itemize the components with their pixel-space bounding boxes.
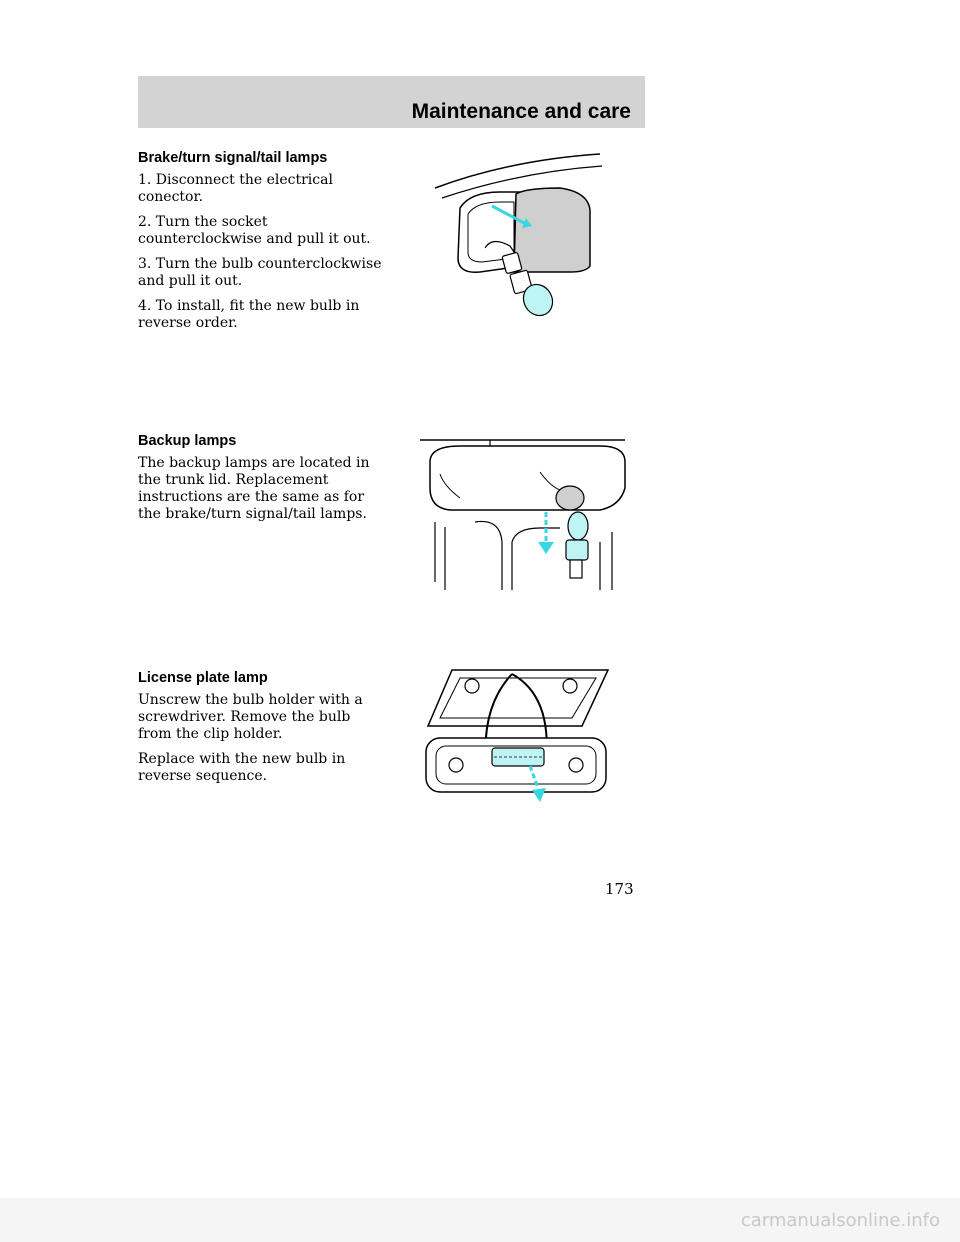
step-1: 1. Disconnect the electrical conector. <box>138 172 333 205</box>
section-text: The backup lamps are located in the trun… <box>138 455 370 522</box>
header-band: Maintenance and care <box>138 76 645 128</box>
section-license-plate-lamp: License plate lamp Unscrew the bulb hold… <box>138 670 383 793</box>
watermark-text: carmanualsonline.info <box>740 1210 940 1231</box>
step-3: 3. Turn the bulb counterclockwise and pu… <box>138 256 382 289</box>
page-title: Maintenance and care <box>411 100 631 123</box>
backup-lamp-illustration <box>420 439 626 590</box>
section-brake-lamps: Brake/turn signal/tail lamps 1. Disconne… <box>138 150 383 340</box>
section-heading: Brake/turn signal/tail lamps <box>138 150 328 166</box>
page-number: 173 <box>605 880 634 898</box>
section-text: Replace with the new bulb in reverse seq… <box>138 751 346 784</box>
watermark-bar: carmanualsonline.info <box>0 1198 960 1242</box>
step-2: 2. Turn the socket counterclockwise and … <box>138 214 371 247</box>
section-backup-lamps: Backup lamps The backup lamps are locate… <box>138 433 383 531</box>
section-heading: Backup lamps <box>138 433 237 449</box>
section-heading: License plate lamp <box>138 670 268 686</box>
step-4: 4. To install, fit the new bulb in rever… <box>138 298 360 331</box>
tail-lamp-illustration <box>434 153 603 317</box>
license-plate-lamp-illustration <box>425 669 610 802</box>
section-text: Unscrew the bulb holder with a screwdriv… <box>138 692 363 742</box>
